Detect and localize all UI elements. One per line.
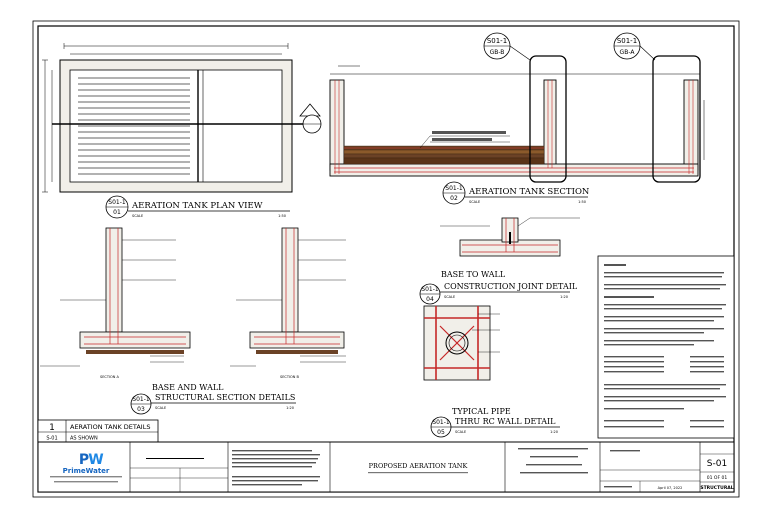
pipe-icon	[445, 331, 469, 355]
callout-a-code: GB-A	[620, 49, 636, 56]
base-wall-section-b: SECTION B	[230, 227, 346, 379]
section-sheet-ref: S01-1	[445, 185, 463, 192]
plan-detail-number: 01	[113, 209, 121, 216]
title-block: P W PrimeWater PROPOSED AERATION TANK S-…	[37, 441, 735, 493]
drawing-label-box: 1 AERATION TANK DETAILS S-01 AS SHOWN	[37, 419, 159, 443]
sheet-number: S-01	[707, 459, 727, 469]
joint-title-line1: BASE TO WALL	[441, 270, 506, 279]
callout-b-sheet: S01-1	[487, 37, 507, 45]
drawing-scale: AS SHOWN	[70, 436, 98, 442]
base-wall-sheet-ref: S01-1	[132, 396, 150, 403]
base-wall-scale-value: 1:20	[286, 406, 294, 410]
pipe-scale-value: 1:20	[550, 430, 558, 434]
joint-title-line2: CONSTRUCTION JOINT DETAIL	[444, 282, 578, 291]
joint-sheet-ref: S01-1	[421, 286, 439, 293]
discipline-label: STRUCTURAL	[700, 485, 733, 491]
section-view-title-block: S01-1 02 AERATION TANK SECTION SCALE 1:5…	[442, 181, 590, 205]
callout-bubble-a: S01-1 GB-A	[613, 32, 656, 61]
section-scale-label: SCALE	[469, 200, 480, 204]
base-wall-title-line1: BASE AND WALL	[152, 383, 224, 392]
logo-text: PrimeWater	[63, 467, 110, 475]
general-notes-panel	[597, 255, 735, 439]
plan-view-title: AERATION TANK PLAN VIEW	[131, 201, 263, 211]
callout-b-code: GB-B	[490, 49, 505, 56]
base-wall-title-line2: STRUCTURAL SECTION DETAILS	[155, 393, 295, 402]
plan-sheet-ref: S01-1	[108, 199, 126, 206]
plan-view-title-block: S01-1 01 AERATION TANK PLAN VIEW SCALE 1…	[105, 195, 290, 219]
drawing-sheet-ref: S-01	[46, 436, 57, 442]
drawing-number: 1	[49, 423, 55, 433]
outer-border	[32, 20, 740, 498]
section-view-title: AERATION TANK SECTION	[468, 187, 590, 197]
sheet-count: 01 OF 01	[707, 475, 728, 481]
detail-callout-a	[652, 55, 701, 183]
base-wall-section-a: SECTION A	[40, 227, 191, 379]
section-arrow-icon	[299, 103, 321, 117]
callout-bubble-b: S01-1 GB-B	[483, 32, 531, 61]
plan-scale-value: 1:50	[278, 214, 286, 218]
base-wall-title-block: BASE AND WALL S01-1 03 STRUCTURAL SECTIO…	[130, 383, 296, 415]
drawing-title: AERATION TANK DETAILS	[70, 423, 150, 431]
joint-title-block: BASE TO WALL S01-1 04 CONSTRUCTION JOINT…	[419, 270, 578, 305]
tank-section	[329, 55, 705, 183]
detail-callout-b	[529, 55, 567, 183]
pipe-title-line2: THRU RC WALL DETAIL	[455, 417, 556, 426]
base-wall-scale-label: SCALE	[155, 406, 166, 410]
pipe-title-block: TYPICAL PIPE S01-1 05 THRU RC WALL DETAI…	[430, 407, 560, 438]
plan-view	[42, 43, 322, 193]
pipe-sheet-ref: S01-1	[432, 419, 450, 426]
base-wall-detail-number: 03	[137, 406, 145, 413]
pipe-detail-number: 05	[437, 429, 445, 436]
joint-scale-label: SCALE	[444, 295, 455, 299]
section-a-label: SECTION A	[100, 375, 120, 379]
svg-text:P: P	[79, 452, 89, 468]
pipe-title-line1: TYPICAL PIPE	[452, 407, 511, 416]
joint-scale-value: 1:20	[560, 295, 568, 299]
pipe-detail	[423, 305, 500, 381]
plan-scale-label: SCALE	[132, 214, 143, 218]
joint-detail	[440, 217, 580, 257]
drawing-date: April 07, 2022	[658, 486, 683, 490]
pipe-scale-label: SCALE	[455, 430, 466, 434]
section-scale-value: 1:50	[578, 200, 586, 204]
project-title: PROPOSED AERATION TANK	[369, 462, 468, 470]
svg-text:W: W	[88, 452, 103, 468]
section-detail-number: 02	[450, 195, 458, 202]
section-b-label: SECTION B	[280, 375, 300, 379]
joint-detail-number: 04	[426, 296, 434, 303]
company-logo: P W PrimeWater	[50, 452, 122, 483]
callout-a-sheet: S01-1	[617, 37, 637, 45]
